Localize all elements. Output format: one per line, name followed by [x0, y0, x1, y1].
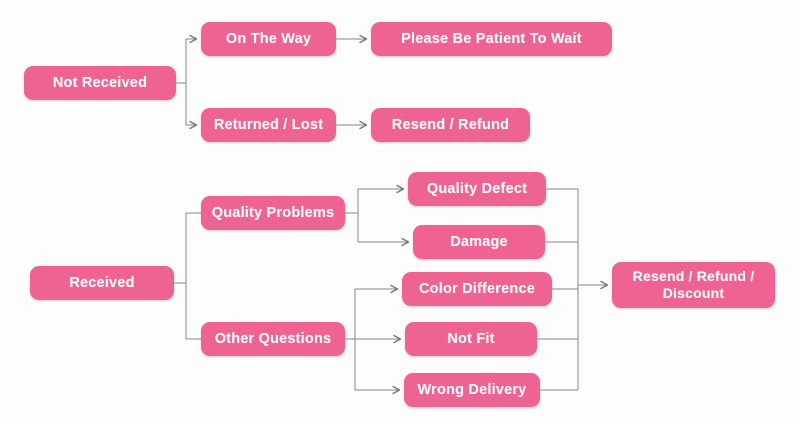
node-resend-refund[interactable]: Resend / Refund	[371, 108, 530, 142]
node-resend-refund-discount[interactable]: Resend / Refund / Discount	[612, 262, 775, 308]
node-label: Quality Defect	[426, 180, 528, 197]
node-color-difference[interactable]: Color Difference	[402, 272, 552, 306]
node-label: Not Fit	[447, 330, 495, 347]
node-received[interactable]: Received	[30, 266, 174, 300]
node-not-fit[interactable]: Not Fit	[405, 322, 537, 356]
node-label: Resend / Refund	[391, 116, 510, 133]
node-label: Wrong Delivery	[417, 381, 527, 398]
node-label-line2: Discount	[662, 285, 725, 301]
node-wrong-delivery[interactable]: Wrong Delivery	[404, 373, 540, 407]
node-label: Other Questions	[214, 330, 332, 347]
node-label: Damage	[450, 233, 508, 250]
node-other-questions[interactable]: Other Questions	[201, 322, 345, 356]
node-label: Received	[69, 274, 135, 291]
node-quality-defect[interactable]: Quality Defect	[408, 172, 546, 206]
node-returned-lost[interactable]: Returned / Lost	[201, 108, 336, 142]
node-on-the-way[interactable]: On The Way	[201, 22, 336, 56]
node-label: On The Way	[225, 30, 312, 47]
node-label: Please Be Patient To Wait	[401, 30, 582, 47]
node-label-line1: Resend / Refund /	[632, 267, 755, 284]
node-quality-problems[interactable]: Quality Problems	[201, 196, 345, 230]
node-label: Returned / Lost	[213, 116, 324, 133]
node-not-received[interactable]: Not Received	[24, 66, 176, 100]
node-please-be-patient-to-wait[interactable]: Please Be Patient To Wait	[371, 22, 612, 56]
node-label: Quality Problems	[211, 204, 335, 221]
node-label: Not Received	[52, 74, 148, 91]
node-damage[interactable]: Damage	[413, 225, 545, 259]
node-label: Color Difference	[419, 280, 535, 297]
